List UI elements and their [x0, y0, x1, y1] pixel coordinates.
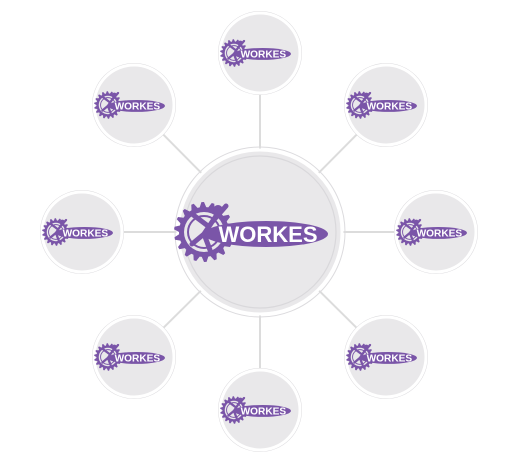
gear-person-logo-icon	[220, 39, 248, 67]
gear-person-logo-icon	[94, 343, 122, 371]
satellite-top-left-logo: WORKES	[94, 91, 165, 119]
logo-text: WORKES	[417, 229, 463, 240]
logo-pill	[359, 99, 417, 112]
logo-text: WORKES	[63, 229, 109, 240]
satellite-right-logo: WORKES	[396, 218, 467, 246]
logo-pill	[359, 351, 417, 364]
gear-person-logo-icon	[42, 218, 70, 246]
logo-text: WORKES	[367, 354, 413, 365]
satellite-node-left: WORKES	[40, 190, 124, 274]
satellite-left-logo: WORKES	[42, 218, 113, 246]
connector-bottom-left	[161, 289, 203, 330]
satellite-node-top: WORKES	[218, 11, 302, 95]
logo-text: WORKES	[367, 102, 413, 113]
gear-person-logo-icon	[346, 91, 374, 119]
satellite-top-logo: WORKES	[220, 39, 291, 67]
logo-pill	[204, 221, 328, 247]
satellite-node-top-right: WORKES	[344, 63, 428, 147]
logo-pill	[233, 47, 291, 60]
logo-pill	[233, 404, 291, 417]
satellite-bottom-right-logo: WORKES	[346, 343, 417, 371]
satellite-node-bottom-left: WORKES	[92, 315, 176, 399]
logo-text: WORKES	[115, 102, 161, 113]
logo-text: WORKES	[219, 222, 318, 247]
connector-top-left	[161, 132, 203, 175]
logo-pill	[107, 351, 165, 364]
satellite-bottom-left-logo: WORKES	[94, 343, 165, 371]
connector-bottom-right	[317, 289, 359, 330]
logo-text: WORKES	[241, 50, 287, 61]
gear-person-logo-icon	[220, 396, 248, 424]
center-node: WORKES	[174, 146, 346, 318]
center-logo: WORKES	[174, 202, 328, 262]
logo-text: WORKES	[241, 407, 287, 418]
logo-pill	[409, 226, 467, 239]
logo-text: WORKES	[115, 354, 161, 365]
satellite-node-bottom-right: WORKES	[344, 315, 428, 399]
logo-pill	[107, 99, 165, 112]
satellite-node-bottom: WORKES	[218, 368, 302, 452]
satellite-top-right-logo: WORKES	[346, 91, 417, 119]
connectors	[122, 93, 396, 370]
satellite-node-top-left: WORKES	[92, 63, 176, 147]
satellite-bottom-logo: WORKES	[220, 396, 291, 424]
logo-pill	[55, 226, 113, 239]
satellite-node-right: WORKES	[394, 190, 478, 274]
gear-person-logo-icon	[94, 91, 122, 119]
nodes: WORKES WORKES WORKES WORKES WORKES WORKES WORK…	[40, 11, 478, 452]
connector-top-right	[317, 132, 359, 175]
